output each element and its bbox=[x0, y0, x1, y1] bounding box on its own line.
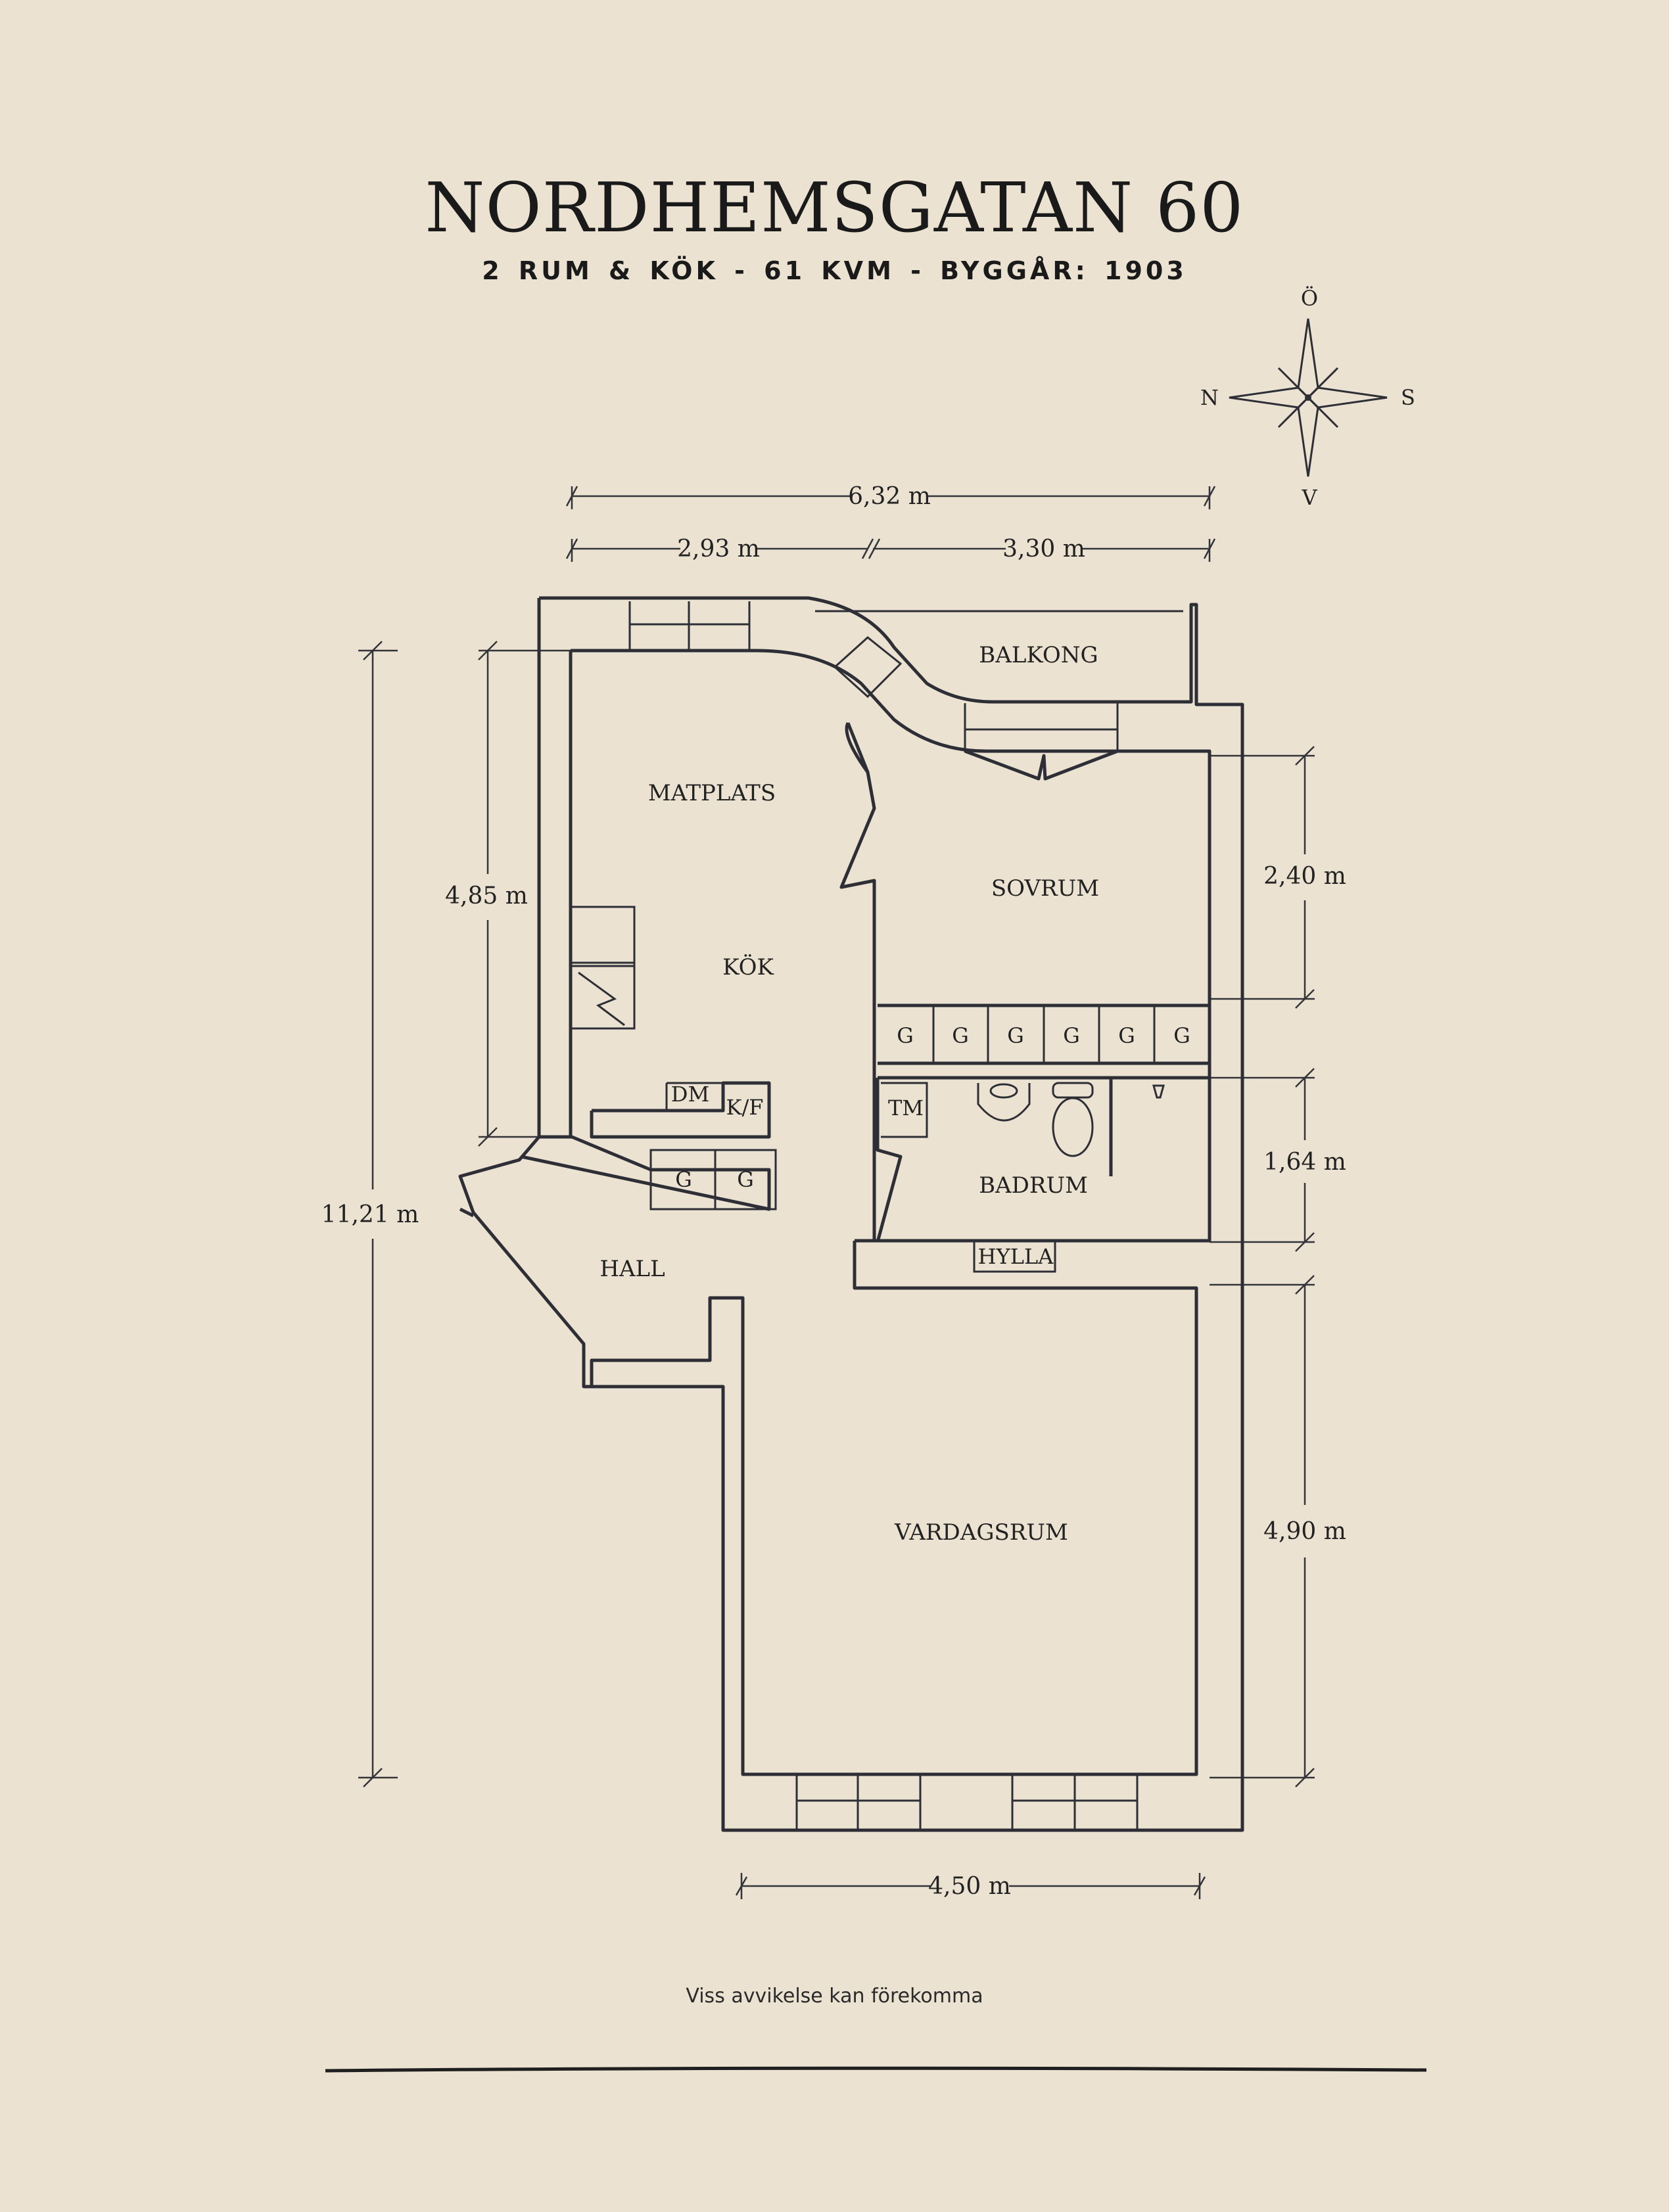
wardrobe-label: G bbox=[1007, 1023, 1024, 1048]
room-badrum: BADRUM bbox=[979, 1172, 1088, 1199]
dishwasher-label: DM bbox=[671, 1082, 709, 1107]
room-sovrum: SOVRUM bbox=[991, 875, 1099, 902]
dimension-lines bbox=[358, 486, 1315, 1899]
room-matplats: MATPLATS bbox=[648, 780, 776, 806]
wardrobe-label: G bbox=[1063, 1023, 1080, 1048]
dimension-living-width: 4,50 m bbox=[928, 1873, 1011, 1900]
room-vardagsrum: VARDAGSRUM bbox=[894, 1519, 1068, 1546]
wardrobe-label: G bbox=[1173, 1023, 1190, 1048]
fridge-freezer-label: K/F bbox=[726, 1095, 764, 1120]
room-hall: HALL bbox=[599, 1256, 665, 1282]
room-kok: KÖK bbox=[722, 954, 774, 980]
compass-south-label: S bbox=[1401, 385, 1415, 410]
plan-title: NORDHEMSGATAN 60 bbox=[425, 168, 1244, 248]
compass-west-label: V bbox=[1301, 485, 1317, 510]
compass-east-label: Ö bbox=[1301, 286, 1318, 311]
dimension-bathroom-depth: 1,64 m bbox=[1263, 1149, 1346, 1176]
wardrobe-label: G bbox=[897, 1023, 914, 1048]
wardrobe-label: G bbox=[1118, 1023, 1135, 1048]
plan-subtitle: 2 RUM & KÖK - 61 KVM - BYGGÅR: 1903 bbox=[482, 256, 1187, 285]
compass-rose-icon bbox=[1229, 318, 1388, 477]
dimension-bedroom-depth: 2,40 m bbox=[1263, 863, 1346, 890]
wardrobe-label: G bbox=[952, 1023, 969, 1048]
dimension-left-width: 2,93 m bbox=[677, 536, 760, 563]
wardrobe-label: G bbox=[675, 1167, 692, 1192]
decorative-divider bbox=[325, 2066, 1427, 2073]
dimension-total-width: 6,32 m bbox=[848, 483, 931, 510]
room-balkong: BALKONG bbox=[979, 642, 1098, 668]
dimension-right-width: 3,30 m bbox=[1002, 536, 1085, 563]
walls bbox=[458, 596, 1244, 1832]
disclaimer-note: Viss avvikelse kan förekomma bbox=[686, 1985, 983, 2008]
compass-north-label: N bbox=[1200, 385, 1219, 410]
wardrobe-label: G bbox=[737, 1167, 754, 1192]
dimension-kitchen-depth: 4,85 m bbox=[445, 883, 528, 910]
dimension-living-depth: 4,90 m bbox=[1263, 1518, 1346, 1545]
dimension-total-depth: 11,21 m bbox=[321, 1201, 419, 1228]
shelf-label: HYLLA bbox=[978, 1244, 1054, 1269]
washer-label: TM bbox=[888, 1095, 924, 1120]
